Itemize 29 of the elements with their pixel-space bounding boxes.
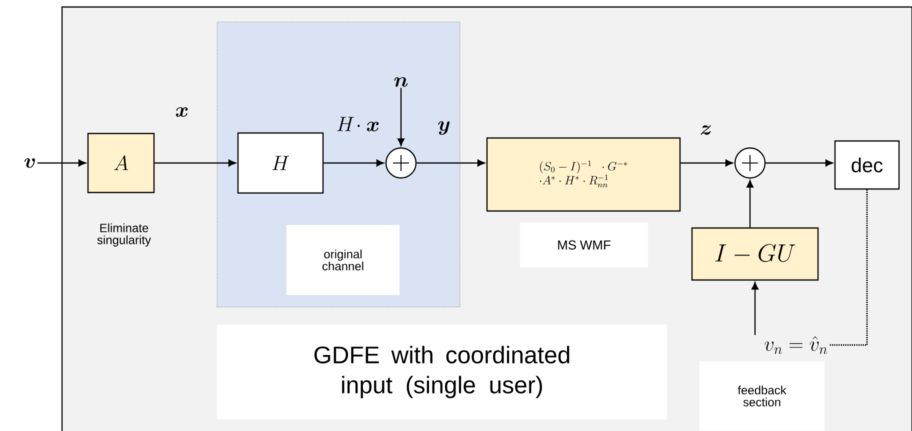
block-box: $I-GU$ — [691, 227, 819, 281]
arrow — [752, 282, 758, 336]
block-box: $A$ — [87, 132, 155, 194]
arrow — [680, 160, 733, 166]
edge-label: $H\!\cdot\boldsymbol{x}$ — [337, 116, 379, 132]
arrow — [398, 88, 404, 146]
signal-label: $v_n=\hat{v}_n$ — [764, 336, 828, 354]
signal-label: $\boldsymbol{n}$ — [394, 77, 408, 87]
caption-label: Eliminate singularity — [97, 223, 151, 247]
arrow — [324, 160, 384, 166]
arrow — [416, 160, 485, 166]
arrow — [154, 160, 236, 166]
edge-label: $\boldsymbol{y}$ — [438, 121, 450, 135]
arrow — [37, 160, 86, 166]
adder-circle — [385, 147, 417, 179]
edge-label: $\boldsymbol{z}$ — [700, 125, 711, 135]
block-box: $H$ — [237, 132, 324, 194]
arrow — [746, 180, 754, 228]
caption-label: feedback section — [700, 362, 824, 430]
block-box: $\begin{array}{l}(S_0-I)^{-1}\;\;\cdot G^{-*}\\ \cdot A^{*}\cdot H^{*}\cdot R_{nn}^{-1}\end{array}$ — [486, 137, 681, 212]
title-box: GDFE with coordinated input (single user) — [217, 324, 667, 420]
edge-label: $\boldsymbol{x}$ — [176, 107, 188, 117]
signal-label: $\boldsymbol{v}$ — [24, 158, 35, 168]
caption-label: MS WMF — [520, 222, 648, 268]
adder-circle — [734, 147, 766, 179]
block-box: dec — [834, 140, 900, 190]
dotted-line — [829, 190, 868, 346]
region-label: original channel — [286, 225, 400, 295]
arrow — [766, 160, 833, 166]
